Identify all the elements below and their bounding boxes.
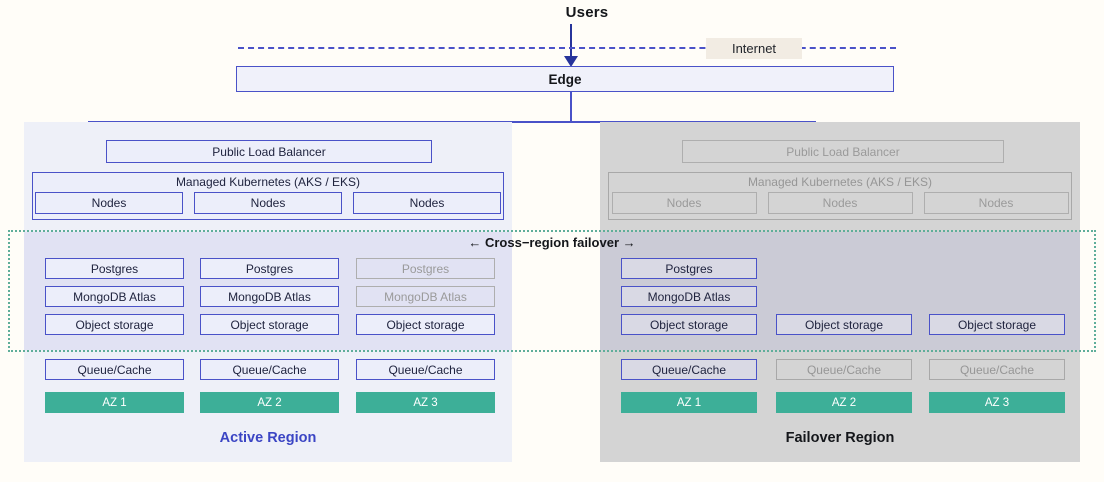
active-managed-kubernetes: Managed Kubernetes (AKS / EKS) Nodes Nod… — [32, 172, 504, 220]
users-arrow-line — [570, 24, 572, 62]
cross-region-failover-band — [8, 230, 1096, 352]
failover-kubernetes-nodes: Nodes Nodes Nodes — [611, 192, 1069, 214]
active-kubernetes-nodes: Nodes Nodes Nodes — [35, 192, 501, 214]
failover-node-2: Nodes — [767, 192, 913, 214]
active-az2-bar: AZ 2 — [200, 392, 339, 413]
edge-node: Edge — [236, 66, 894, 92]
failover-az3-bar: AZ 3 — [929, 392, 1065, 413]
failover-az1-mongodb-atlas: MongoDB Atlas — [621, 286, 757, 307]
active-az2-queue-cache: Queue/Cache — [200, 359, 339, 380]
failover-az3-object-storage: Object storage — [929, 314, 1065, 335]
active-az1-object-storage: Object storage — [45, 314, 184, 335]
active-az1-postgres: Postgres — [45, 258, 184, 279]
active-az3-postgres: Postgres — [356, 258, 495, 279]
active-az1-queue-cache: Queue/Cache — [45, 359, 184, 380]
active-az3-bar: AZ 3 — [356, 392, 495, 413]
failover-kubernetes-title: Managed Kubernetes (AKS / EKS) — [747, 175, 933, 189]
failover-az3-queue-cache: Queue/Cache — [929, 359, 1065, 380]
active-node-3: Nodes — [353, 192, 501, 214]
failover-az1-queue-cache: Queue/Cache — [621, 359, 757, 380]
cross-region-failover-label: ← Cross−region failover → — [468, 235, 636, 250]
failover-az1-object-storage: Object storage — [621, 314, 757, 335]
failover-public-load-balancer: Public Load Balancer — [682, 140, 1004, 163]
failover-az2-queue-cache: Queue/Cache — [776, 359, 912, 380]
active-kubernetes-title: Managed Kubernetes (AKS / EKS) — [175, 175, 361, 189]
edge-connector-crossbar — [88, 121, 816, 123]
failover-az1-postgres: Postgres — [621, 258, 757, 279]
internet-boundary-line — [238, 47, 896, 49]
active-az2-postgres: Postgres — [200, 258, 339, 279]
active-az3-mongodb-atlas: MongoDB Atlas — [356, 286, 495, 307]
active-public-load-balancer: Public Load Balancer — [106, 140, 432, 163]
users-label: Users — [565, 4, 609, 21]
active-az2-object-storage: Object storage — [200, 314, 339, 335]
failover-node-3: Nodes — [923, 192, 1069, 214]
failover-region-caption: Failover Region — [785, 430, 895, 446]
internet-label: Internet — [706, 38, 802, 59]
failover-node-1: Nodes — [611, 192, 757, 214]
active-az3-queue-cache: Queue/Cache — [356, 359, 495, 380]
active-node-2: Nodes — [194, 192, 342, 214]
users-arrow-head-icon — [564, 56, 578, 67]
failover-az2-object-storage: Object storage — [776, 314, 912, 335]
active-az1-mongodb-atlas: MongoDB Atlas — [45, 286, 184, 307]
active-az3-object-storage: Object storage — [356, 314, 495, 335]
active-region-caption: Active Region — [219, 430, 317, 446]
active-node-1: Nodes — [35, 192, 183, 214]
active-az1-bar: AZ 1 — [45, 392, 184, 413]
failover-managed-kubernetes: Managed Kubernetes (AKS / EKS) Nodes Nod… — [608, 172, 1072, 220]
edge-connector-stem — [570, 92, 572, 122]
active-az2-mongodb-atlas: MongoDB Atlas — [200, 286, 339, 307]
failover-az1-bar: AZ 1 — [621, 392, 757, 413]
failover-az2-bar: AZ 2 — [776, 392, 912, 413]
